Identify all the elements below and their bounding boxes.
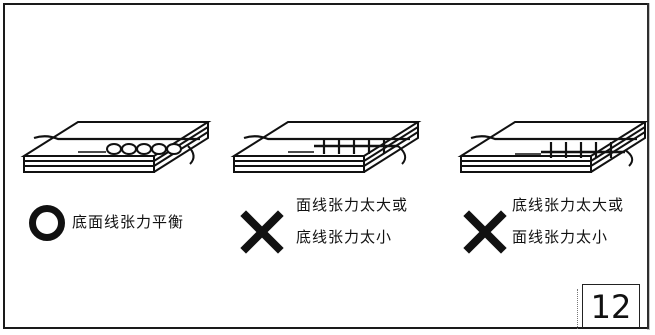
page-number: 12 xyxy=(577,284,640,329)
fabric-stitch-balanced-diagram xyxy=(20,121,212,173)
cross-x-icon xyxy=(240,210,284,254)
caption-line: 面线张力太大或 xyxy=(296,196,409,214)
caption-line: 底线张力太大或 xyxy=(512,196,625,214)
caption-top-tight: 面线张力太大或 底线张力太小 xyxy=(296,196,408,246)
page-frame xyxy=(3,3,649,329)
fabric-stitch-bottom-tight-diagram xyxy=(457,121,649,173)
fabric-stitch-top-tight-diagram xyxy=(230,121,422,173)
caption-line: 底线张力太小 xyxy=(296,228,393,246)
cross-x-icon xyxy=(463,210,507,254)
caption-balanced: 底面线张力平衡 xyxy=(72,213,184,231)
frame-edge xyxy=(647,3,650,330)
circle-o-icon xyxy=(29,205,65,241)
caption-line: 底面线张力平衡 xyxy=(72,213,185,231)
caption-bottom-tight: 底线张力太大或 面线张力太小 xyxy=(512,196,624,246)
caption-line: 面线张力太小 xyxy=(512,228,609,246)
